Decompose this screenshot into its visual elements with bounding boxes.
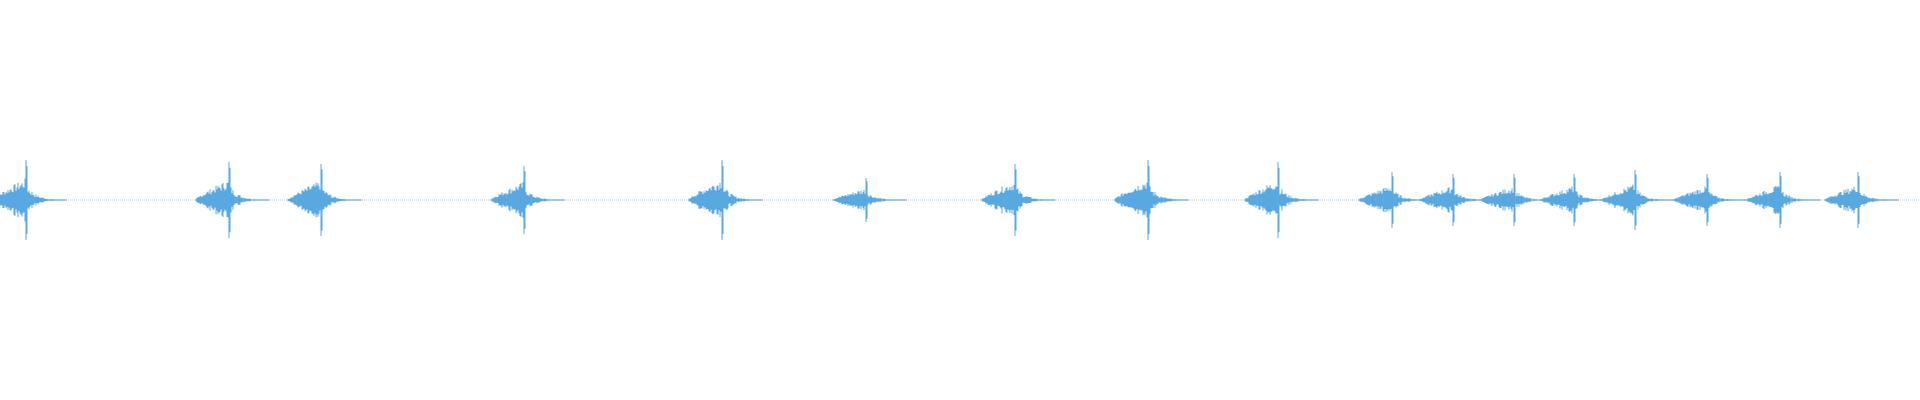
transient-shape xyxy=(490,166,565,234)
transient-burst xyxy=(0,160,67,240)
transient-shape xyxy=(688,160,763,240)
transient-shape xyxy=(1601,170,1676,230)
transient-shape xyxy=(1824,172,1899,228)
transient-shape xyxy=(981,164,1056,236)
transient-burst xyxy=(195,162,270,238)
transient-burst xyxy=(688,160,763,240)
waveform-transients xyxy=(0,160,1899,240)
transient-shape xyxy=(287,164,362,236)
transient-burst xyxy=(1746,172,1821,228)
transient-burst xyxy=(1114,160,1189,240)
transient-shape xyxy=(1746,172,1821,228)
transient-shape xyxy=(1114,160,1189,240)
transient-burst xyxy=(490,166,565,234)
transient-burst xyxy=(1244,162,1319,238)
transient-burst xyxy=(287,164,362,236)
transient-shape xyxy=(1673,174,1748,226)
transient-burst xyxy=(832,178,907,222)
transient-burst xyxy=(1601,170,1676,230)
transient-shape xyxy=(1244,162,1319,238)
transient-shape xyxy=(0,160,67,240)
transient-burst xyxy=(981,164,1056,236)
transient-burst xyxy=(1673,174,1748,226)
transient-burst xyxy=(1824,172,1899,228)
transient-shape xyxy=(832,178,907,222)
transient-shape xyxy=(195,162,270,238)
